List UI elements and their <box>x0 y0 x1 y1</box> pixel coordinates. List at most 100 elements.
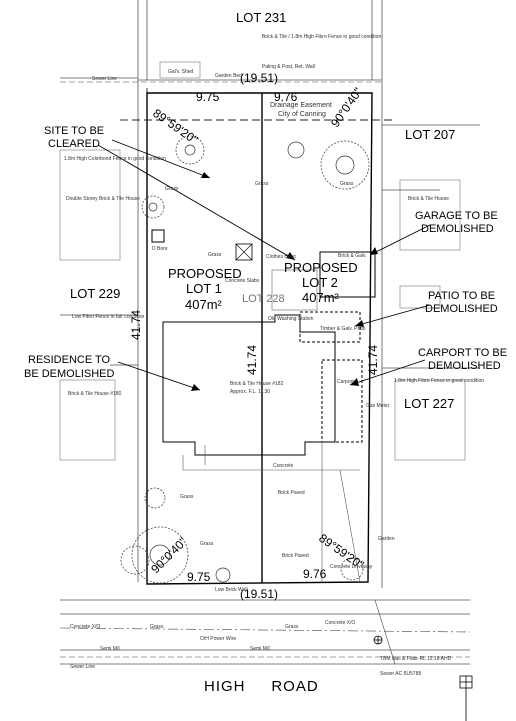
lot-228-label: LOT 228 <box>242 293 285 305</box>
residence-outline <box>162 314 336 456</box>
lot-207-label: LOT 207 <box>405 127 455 142</box>
residence-text: Brick & Tile House #182 <box>230 381 284 387</box>
arrow-site-cleared-1 <box>111 139 211 179</box>
dim-bottom-total: (19.51) <box>240 587 278 601</box>
sewer-line-text-bottom: Sewer Line <box>70 664 95 670</box>
easement-text-2: City of Canning <box>278 111 326 118</box>
semi-ml-text-2: Semi M/L <box>250 646 271 652</box>
arrow-garage <box>369 224 431 256</box>
arrow-carport <box>349 359 426 386</box>
arrow-site-cleared-2 <box>97 144 296 261</box>
lot-1-line2: LOT 1 <box>186 281 222 296</box>
house-180-text: Brick & Tile House #180 <box>68 391 122 397</box>
clothes-hoist-text: Clothes Hoist <box>266 254 296 260</box>
grass-text-3: Grass <box>340 181 354 187</box>
dim-top-left: 9.75 <box>196 90 220 104</box>
dim-left-side: 41.74 <box>129 310 143 340</box>
dim-top-right: 9.76 <box>274 90 298 104</box>
timber-patio-text: Timber & Galv. Patio <box>320 326 366 332</box>
fence-top-text: Brick & Tile / 1.8m High Fibro Fence in … <box>262 34 381 40</box>
neighbour-lines <box>60 0 480 665</box>
garage-line2: DEMOLISHED <box>421 223 494 235</box>
site-cleared-line2: CLEARED <box>48 138 100 150</box>
carport-line2: DEMOLISHED <box>428 360 501 372</box>
lot-2-line2: LOT 2 <box>302 275 338 290</box>
arrow-patio <box>354 304 431 327</box>
dim-middle: 41.74 <box>245 345 259 375</box>
grass-text-8: Grass <box>285 624 299 630</box>
lot-2-line1: PROPOSED <box>284 260 358 275</box>
grass-text-4: Grass <box>180 494 194 500</box>
carport-line1: CARPORT TO BE <box>418 347 507 359</box>
approx-fl-text: Approx. F.L. 11.30 <box>230 389 270 395</box>
service-lines <box>59 81 471 665</box>
grass-text-5: Grass <box>200 541 214 547</box>
structures <box>59 61 466 583</box>
lot-227-label: LOT 227 <box>404 396 454 411</box>
semi-ml-text-1: Semi M/L <box>100 646 121 652</box>
fence-top2-text: Paling & Post, Ret. Wall <box>262 64 315 70</box>
lot-1-area: 407m² <box>185 297 223 312</box>
small-annotations: Drainage Easement City of Canning Brick … <box>64 34 484 677</box>
residence-line1: RESIDENCE TO <box>28 354 111 366</box>
leader-arrows <box>97 139 431 391</box>
carport-text: Carport <box>337 379 354 385</box>
gas-meter-text: Gas Meter <box>366 403 390 409</box>
sewer-ac-text: Sewer AC 6U5788 <box>380 671 421 677</box>
survey-marker-icon <box>459 675 473 721</box>
residence-line2: BE DEMOLISHED <box>24 368 115 380</box>
concrete-text: Concrete <box>273 463 294 469</box>
grass-text-2: Grass <box>255 181 269 187</box>
garage-outline <box>319 251 376 298</box>
bore-text: D Bore <box>152 246 168 252</box>
tbm-text: TBM Nail & Plate RL 12.18 AHD <box>380 656 452 662</box>
garage-line1: GARAGE TO BE <box>415 210 498 222</box>
brick-galv-text: Brick & Galv. <box>338 253 367 259</box>
colorbond-text: 1.8m High Colorbond Fence in good condit… <box>64 156 166 162</box>
grass-text-7: Grass <box>150 624 164 630</box>
dim-bottom-right: 9.76 <box>303 567 327 581</box>
angle-top-left: 89°59'20" <box>150 106 200 147</box>
gal-shed-text: Gal'v. Shed <box>168 69 194 75</box>
arrow-heads <box>191 172 378 391</box>
patio-outline <box>299 311 361 343</box>
concrete-slabs-text: Concrete Slabs <box>225 278 260 284</box>
lot-229-label: LOT 229 <box>70 286 120 301</box>
trees <box>120 135 370 584</box>
lot-1-line1: PROPOSED <box>168 266 242 281</box>
arrow-residence <box>117 361 201 391</box>
angle-top-right: 90°0'40" <box>328 85 365 130</box>
patio-line1: PATIO TO BE <box>428 290 495 302</box>
power-wire-text: O/H Power Wire <box>200 636 236 642</box>
brick-paved-text-2: Brick Paved <box>282 553 309 559</box>
concrete-xo-text-2: Concrete X/O <box>325 620 355 626</box>
clothes-hoist <box>235 243 253 261</box>
patio-line2: DEMOLISHED <box>425 303 498 315</box>
dim-right-side: 41.74 <box>366 345 380 375</box>
brick-paved-text-1: Brick Paved <box>278 490 305 496</box>
double-storey-text: Double Storey Brick & Tile House <box>66 196 140 202</box>
easement-text-1: Drainage Easement <box>270 102 332 109</box>
sewer-line-text-top: Sewer Line <box>92 76 117 82</box>
road-name: HIGH ROAD <box>204 678 319 695</box>
old-washing-text: Old Washing Station <box>268 316 314 322</box>
site-cleared-line1: SITE TO BE <box>44 125 104 137</box>
low-fibro-text: Low Fibro Fence in fair condition <box>72 314 144 320</box>
concrete-xo-text-1: Concrete X/O <box>70 624 100 630</box>
concrete-driveway-text: Concrete Driveway <box>330 564 373 570</box>
carport-outline <box>321 359 363 443</box>
tbm-marker-icon <box>373 635 383 645</box>
site-boundary <box>146 92 373 585</box>
bore-square <box>151 229 165 243</box>
dim-bottom-left: 9.75 <box>187 570 211 584</box>
house-right-text: Brick & Tile House <box>408 196 449 202</box>
low-brick-wall-text: Low Brick Wall <box>215 587 248 593</box>
garden-text: Garden <box>378 536 395 542</box>
lot-231-label: LOT 231 <box>236 10 286 25</box>
slab-outline <box>271 269 318 311</box>
garden-bed-text: Garden Bed <box>215 73 242 79</box>
fibro-right-text: 1.8m High Fibro Fence in good condition <box>394 378 484 384</box>
grass-text-6: Grass <box>165 186 179 192</box>
grass-text-1: Grass <box>208 252 222 258</box>
